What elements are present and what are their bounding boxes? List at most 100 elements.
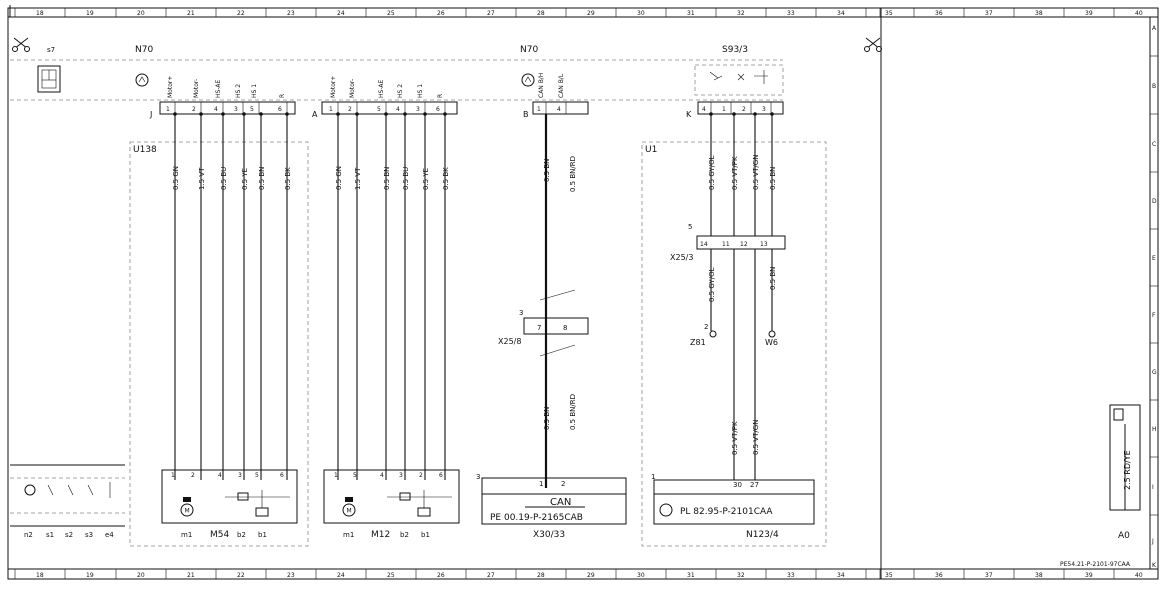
connector-j-label: J xyxy=(149,110,152,119)
wire-label: 0.5 GY/OL xyxy=(708,267,716,302)
wire-label: 0.5 BK xyxy=(284,167,292,190)
motor-icon xyxy=(24,484,36,496)
pin-number: 2 xyxy=(191,472,195,479)
w6-ground xyxy=(768,330,776,338)
row-letter: I xyxy=(1152,484,1154,491)
n123-4-pin-27: 27 xyxy=(750,481,759,489)
w6-label: W6 xyxy=(765,338,778,347)
wire-label: 0.5 VT/GN xyxy=(752,155,760,190)
column-number: 23 xyxy=(287,572,295,579)
pin-number: 11 xyxy=(722,241,730,248)
legend-label: e4 xyxy=(105,531,114,539)
signal-label: HS 1 xyxy=(251,84,258,98)
column-number: 35 xyxy=(885,572,893,579)
row-letter: F xyxy=(1152,312,1156,319)
pin-number: 3 xyxy=(762,106,766,113)
wire-label: 0.5 BN/RD xyxy=(569,156,577,192)
pin-number: 6 xyxy=(436,106,440,113)
row-letter: E xyxy=(1152,255,1156,262)
x25-8-jumper xyxy=(539,289,576,357)
s93-3-boundary xyxy=(694,64,784,96)
pin-number: 3 xyxy=(238,472,242,479)
row-letter: H xyxy=(1152,426,1157,433)
u1-label: U1 xyxy=(645,145,657,155)
column-number: 31 xyxy=(687,572,695,579)
n123-4-number: 1 xyxy=(651,473,655,481)
pin-number: 4 xyxy=(702,106,706,113)
signal-label: HS 1 xyxy=(417,84,424,98)
signal-label: Motor- xyxy=(193,79,200,98)
motor-icon xyxy=(135,73,149,87)
pin-number: 1 xyxy=(537,106,541,113)
x25-8-label: X25/8 xyxy=(498,337,521,346)
pin-number: 1 xyxy=(334,472,338,479)
column-number: 27 xyxy=(487,572,495,579)
wire-label: 0.5 GN xyxy=(335,166,343,190)
x25-8-connector xyxy=(523,317,589,335)
column-number: 26 xyxy=(437,10,445,17)
row-letter: B xyxy=(1152,83,1156,90)
column-number: 32 xyxy=(737,572,745,579)
row-letter: D xyxy=(1152,198,1157,205)
signal-label: Motor+ xyxy=(167,76,174,98)
pin-number: 1 xyxy=(329,106,333,113)
pin-number: 6 xyxy=(280,472,284,479)
x30-33-label: X30/33 xyxy=(533,530,565,540)
a0-module-icon xyxy=(1113,408,1124,421)
column-number: 28 xyxy=(537,10,545,17)
column-number: 28 xyxy=(537,572,545,579)
pin-number: 1 xyxy=(166,106,170,113)
column-number: 29 xyxy=(587,10,595,17)
x25-3-number: 5 xyxy=(688,223,692,231)
pe-reference-right: PL 82.95-P-2101CAA xyxy=(680,507,773,517)
z81-junction xyxy=(709,330,717,338)
column-number: 19 xyxy=(86,10,94,17)
motor-icon xyxy=(521,73,535,87)
m54-label: M54 xyxy=(210,530,229,540)
column-number: 25 xyxy=(387,572,395,579)
svg-text:M: M xyxy=(185,508,190,515)
column-number: 40 xyxy=(1135,572,1143,579)
column-number: 21 xyxy=(187,572,195,579)
part-label: m1 xyxy=(181,531,192,539)
n123-4-label: N123/4 xyxy=(746,530,779,540)
column-number: 37 xyxy=(985,10,993,17)
legend-label: s3 xyxy=(85,531,93,539)
legend-label: n2 xyxy=(24,531,33,539)
u138-label: U138 xyxy=(133,145,157,155)
x30-33-block xyxy=(481,493,627,525)
signal-label: HS-AE xyxy=(215,80,222,98)
column-number: 36 xyxy=(935,572,943,579)
m12-label: M12 xyxy=(371,530,390,540)
column-number: 30 xyxy=(637,572,645,579)
connector-k-label: K xyxy=(686,110,692,119)
wire-label: 0.5 BN xyxy=(383,167,391,190)
pin-number: 4 xyxy=(214,106,218,113)
signal-label: HS 2 xyxy=(235,84,242,98)
x25-3-label: X25/3 xyxy=(670,253,693,262)
pe-reference-left: PE 00.19-P-2165CAB xyxy=(490,513,583,523)
u138-boundary xyxy=(129,141,309,547)
wire-label: 0.5 BN xyxy=(769,167,777,190)
wire-label: 1.5 VT xyxy=(198,167,206,190)
signal-label: R xyxy=(279,94,286,98)
scissors-icon xyxy=(864,37,882,52)
pin-number: 6 xyxy=(439,472,443,479)
row-letter: J xyxy=(1151,538,1154,545)
column-number: 26 xyxy=(437,572,445,579)
pin-number: 4 xyxy=(396,106,400,113)
pin-number: 5 xyxy=(255,472,259,479)
signal-label: R xyxy=(437,94,444,98)
pin-number: 8 xyxy=(563,324,567,332)
pin-number: 2 xyxy=(192,106,196,113)
z81-label: Z81 xyxy=(690,338,706,347)
signal-label: HS-AE xyxy=(378,80,385,98)
wires-group xyxy=(173,112,774,488)
pin-number: 2 xyxy=(419,472,423,479)
wire-label: 0.5 VT/PK xyxy=(731,421,739,455)
can-label: CAN xyxy=(550,497,571,508)
